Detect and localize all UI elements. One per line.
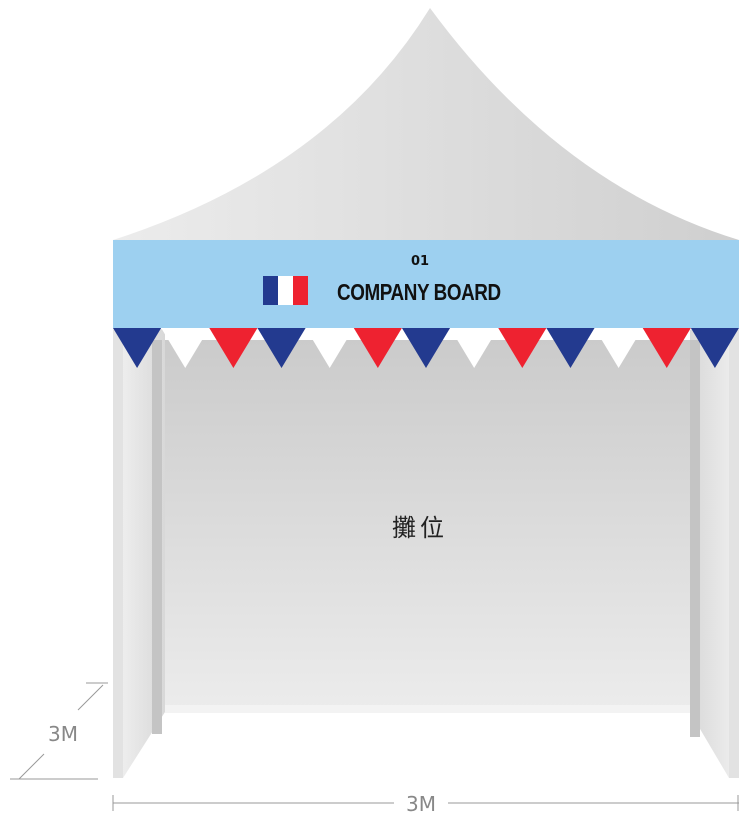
bunting-flag-red	[498, 328, 547, 368]
depth-dimension-lines	[10, 682, 108, 780]
right-back-pole	[690, 340, 700, 737]
left-back-pole	[152, 340, 162, 734]
bunting-flag-blue	[546, 328, 595, 368]
bunting-flags	[113, 328, 739, 368]
tent-right-wall	[690, 320, 739, 778]
bunting-flag-blue	[257, 328, 306, 368]
width-dimension-label: 3M	[394, 792, 448, 816]
left-front-pole	[113, 330, 123, 778]
bunting-flag-white	[594, 328, 643, 368]
board-title: COMPANY BOARD	[337, 279, 501, 305]
bunting-flag-white	[305, 328, 354, 368]
bunting-flag-red	[642, 328, 691, 368]
booth-label: 攤位	[392, 514, 448, 542]
board-number: 01	[410, 254, 430, 269]
bunting-flag-white	[161, 328, 210, 368]
bunting-flag-white	[450, 328, 499, 368]
depth-dimension-label: 3M	[48, 722, 78, 746]
bunting-flag-blue	[113, 328, 162, 368]
france-flag-icon	[263, 276, 308, 305]
right-front-pole	[729, 330, 739, 778]
bunting-flag-red	[209, 328, 258, 368]
bunting-flag-blue	[690, 328, 739, 368]
company-board	[113, 240, 739, 328]
bunting-flag-blue	[401, 328, 451, 368]
tent-roof	[113, 8, 739, 240]
tent-back-wall	[165, 340, 690, 712]
bunting-flag-red	[353, 328, 402, 368]
